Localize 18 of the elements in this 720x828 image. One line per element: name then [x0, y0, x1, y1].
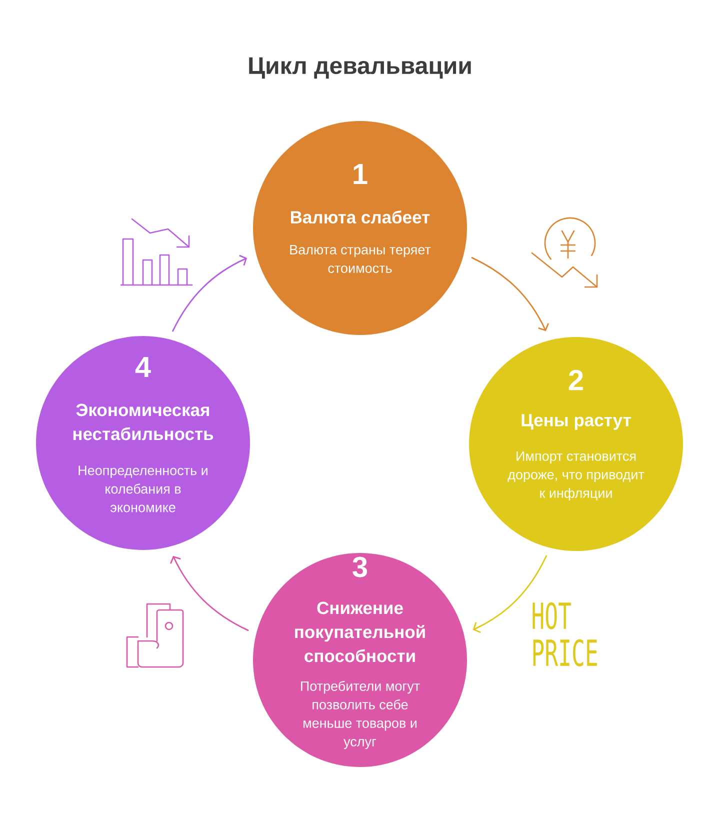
- step-number: 4: [135, 357, 151, 377]
- step-description: Потребители могут позволить себе меньше товаров и услуг: [301, 680, 420, 750]
- step-description: Неопределенность и колебания в экономике: [78, 466, 208, 512]
- step-title: Экономическая нестабильность: [73, 404, 214, 440]
- step-title: Цены растут: [522, 414, 631, 430]
- step-number: 2: [568, 370, 583, 390]
- step-number: 3: [352, 556, 368, 578]
- curved-arrow: [471, 256, 549, 332]
- step-title: Валюта слабеет: [291, 210, 430, 224]
- title: Цикл девальвации: [249, 57, 471, 79]
- curved-arrow: [472, 555, 547, 633]
- step-description: Импорт становится дороже, что приводит к инфляции: [508, 451, 644, 501]
- sticker-text: HOT PRICE: [532, 602, 597, 666]
- curved-arrow: [170, 556, 249, 631]
- step-description: Валюта страны теряет стоимость: [290, 245, 431, 273]
- step-number: 1: [354, 164, 368, 184]
- step-title: Снижение покупательной способности: [295, 602, 425, 662]
- curved-arrow: [172, 254, 248, 332]
